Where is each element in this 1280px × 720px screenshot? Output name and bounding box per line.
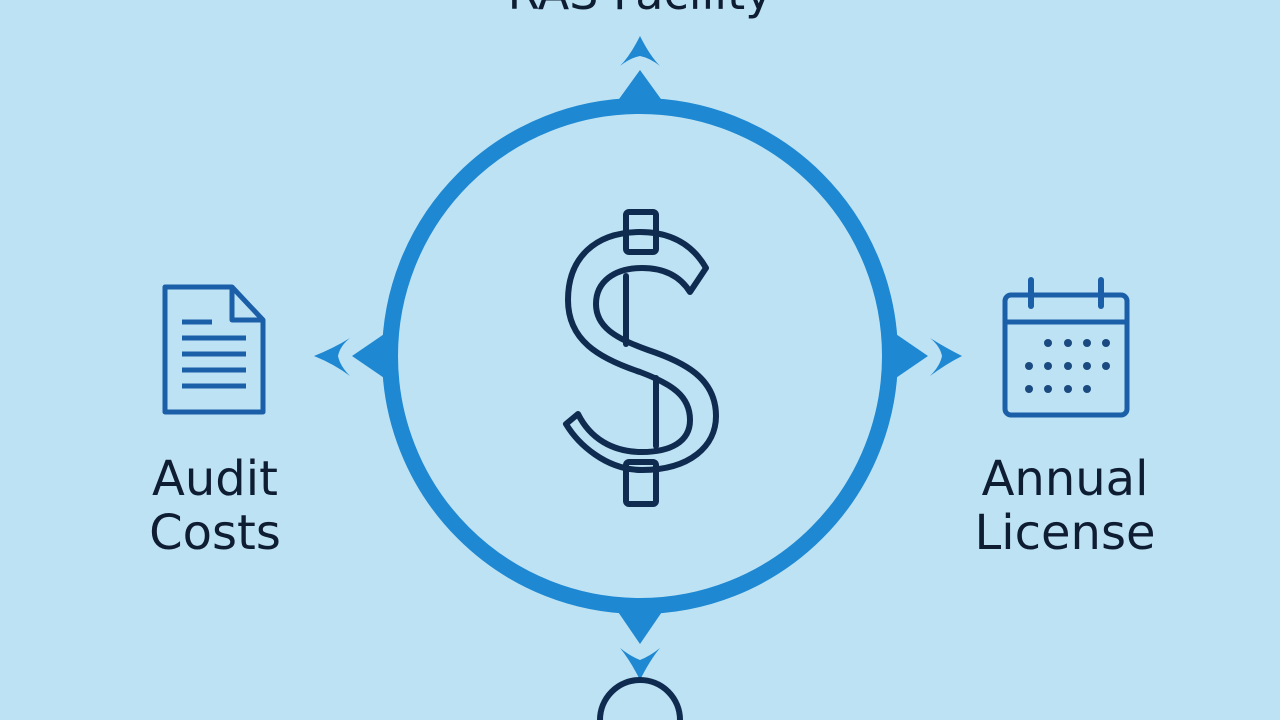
bottom-partial-icon	[597, 677, 683, 720]
top-connector-triangle	[614, 70, 666, 106]
annual-license-label: Annual License	[950, 452, 1180, 560]
dollar-icon	[563, 209, 719, 507]
central-ring	[382, 98, 898, 614]
top-label: RAS Facility	[340, 0, 940, 20]
top-chevron-icon	[620, 36, 660, 66]
annual-license-line2: License	[974, 505, 1156, 561]
audit-costs-line1: Audit	[152, 451, 278, 507]
left-chevron-icon	[314, 338, 350, 376]
annual-license-line1: Annual	[981, 451, 1149, 507]
bottom-connector-triangle	[614, 606, 666, 644]
left-connector-triangle	[352, 330, 390, 382]
document-icon	[162, 284, 266, 415]
audit-costs-label: Audit Costs	[110, 452, 320, 560]
right-connector-triangle	[890, 330, 928, 382]
bottom-chevron-icon	[620, 648, 660, 680]
right-chevron-icon	[930, 338, 962, 376]
audit-costs-line2: Costs	[149, 505, 281, 561]
calendar-icon	[1002, 277, 1130, 418]
